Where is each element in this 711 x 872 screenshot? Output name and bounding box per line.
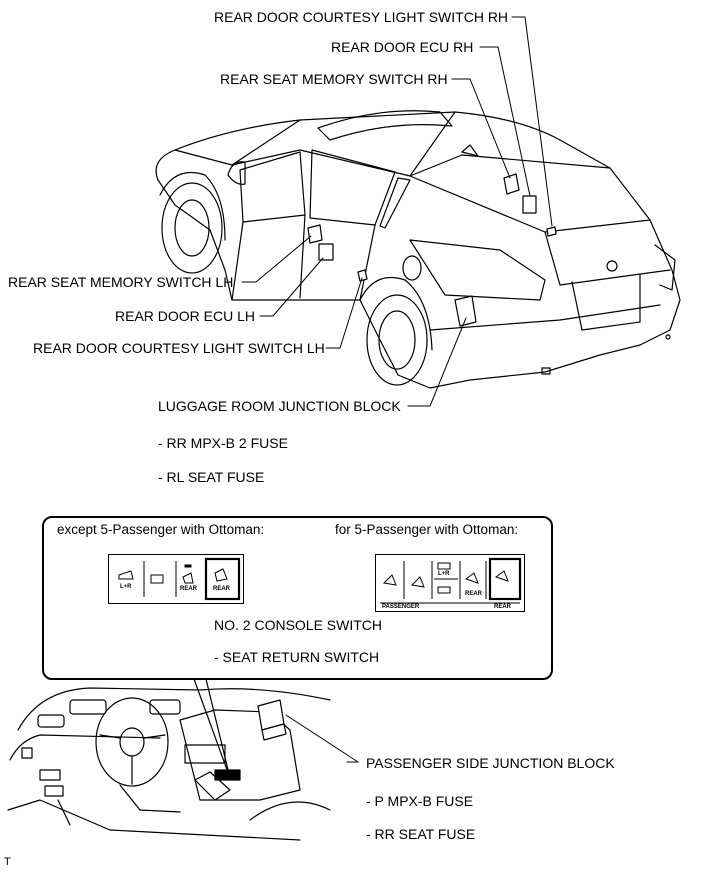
panel-b-btn-5-label: REAR bbox=[465, 591, 483, 597]
label-passenger-fuse-2: - RR SEAT FUSE bbox=[366, 826, 476, 842]
component-markers bbox=[307, 173, 557, 327]
label-luggage-fuse-2: - RL SEAT FUSE bbox=[158, 469, 265, 485]
label-passenger-side-jb: PASSENGER SIDE JUNCTION BLOCK bbox=[366, 755, 615, 771]
panel-a-btn-1-label: L+R bbox=[120, 584, 132, 590]
panel-a-btn-3-label: REAR bbox=[180, 586, 198, 592]
switch-panel-a: L+R REAR REAR bbox=[108, 554, 244, 604]
panel-b-group-rear: REAR bbox=[494, 604, 512, 610]
panel-a-btn-4-label: REAR bbox=[213, 586, 231, 592]
variant-a-label: except 5-Passenger with Ottoman: bbox=[57, 522, 265, 537]
label-rear-door-courtesy-lh: REAR DOOR COURTESY LIGHT SWITCH LH bbox=[33, 340, 325, 356]
corner-mark: T bbox=[4, 856, 11, 868]
panel-b-btn-3-label: L+R bbox=[438, 571, 450, 577]
label-rear-seat-memory-lh: REAR SEAT MEMORY SWITCH LH bbox=[8, 274, 234, 290]
seat-return-switch-label: - SEAT RETURN SWITCH bbox=[214, 649, 380, 665]
label-rear-door-ecu-rh: REAR DOOR ECU RH bbox=[331, 39, 474, 55]
label-rear-seat-memory-rh: REAR SEAT MEMORY SWITCH RH bbox=[220, 71, 448, 87]
car-outline bbox=[155, 110, 681, 389]
leader-lines bbox=[241, 16, 553, 763]
label-rear-door-courtesy-rh: REAR DOOR COURTESY LIGHT SWITCH RH bbox=[214, 9, 509, 25]
console-switch-callout: except 5-Passenger with Ottoman: for 5-P… bbox=[42, 516, 553, 680]
panel-b-group-passenger: PASSENGER bbox=[382, 604, 420, 610]
label-passenger-fuse-1: - P MPX-B FUSE bbox=[366, 793, 474, 809]
console-switch-label: NO. 2 CONSOLE SWITCH bbox=[214, 617, 383, 633]
switch-panel-b: L+R REAR PASSENGER REAR bbox=[375, 554, 525, 612]
label-rear-door-ecu-lh: REAR DOOR ECU LH bbox=[115, 308, 256, 324]
variant-b-label: for 5-Passenger with Ottoman: bbox=[335, 522, 519, 537]
label-luggage-room-jb: LUGGAGE ROOM JUNCTION BLOCK bbox=[158, 398, 401, 414]
label-luggage-fuse-1: - RR MPX-B 2 FUSE bbox=[158, 435, 288, 451]
dashboard-outline bbox=[7, 687, 331, 841]
